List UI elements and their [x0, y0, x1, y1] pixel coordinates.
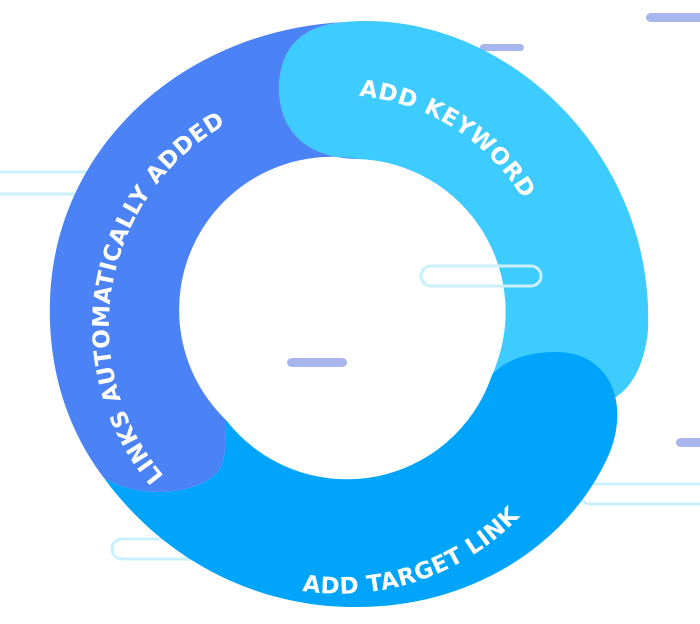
segment-add-keyword: [278, 21, 649, 400]
decor-capsule: [578, 482, 700, 506]
segment-add-target-link: [104, 352, 618, 608]
decor-dash: [676, 438, 700, 447]
decor-capsule: [419, 264, 543, 288]
center-dash: [287, 358, 347, 367]
decor-dash: [646, 13, 700, 22]
segment-links-automatically-added: [49, 22, 358, 492]
ring: [49, 21, 649, 608]
decor-dash: [480, 44, 524, 51]
